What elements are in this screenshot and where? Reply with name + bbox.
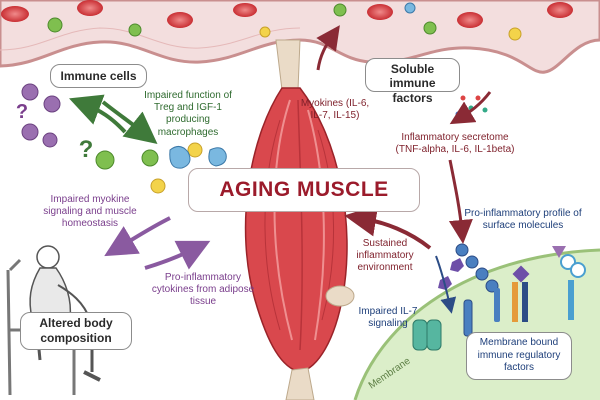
muscle-illustration xyxy=(244,39,355,400)
question-mark-1: ? xyxy=(15,101,29,123)
pro-inflammatory-cytokines-label: Pro-inflammatory cytokines from adipose … xyxy=(151,272,255,308)
impaired-function-label: Impaired function of Treg and IGF-1 prod… xyxy=(144,90,232,138)
red-blood-cell xyxy=(457,12,483,28)
impaired-il7-label: Impaired IL-7 signaling xyxy=(358,306,418,330)
immune-cell-icon xyxy=(508,27,522,41)
membrane-receptors xyxy=(412,243,586,351)
myokines-label: Myokines (IL-6, IL-7, IL-15) xyxy=(300,98,370,122)
flow-arrows xyxy=(69,25,492,314)
inflammatory-secretome-label: Inflammatory secretome (TNF-alpha, IL-6,… xyxy=(395,132,515,156)
aging-muscle-title: AGING MUSCLE xyxy=(188,168,420,212)
red-blood-cell xyxy=(367,4,393,20)
question-mark-2: ? xyxy=(78,136,94,163)
blood-vessel xyxy=(0,0,600,74)
immune-cells-cluster xyxy=(21,83,227,194)
immune-cell-icon xyxy=(47,17,63,33)
sustained-inflammatory-label: Sustained inflammatory environment xyxy=(356,238,414,274)
immune-cell-icon xyxy=(259,26,271,38)
elderly-person-illustration xyxy=(6,245,101,396)
immune-cell-icon xyxy=(423,21,437,35)
pro-inflammatory-profile-label: Pro-inflammatory profile of surface mole… xyxy=(464,208,582,232)
immune-cell-icon xyxy=(404,2,416,14)
red-blood-cell xyxy=(547,2,573,18)
soluble-immune-factors-box: Soluble immune factors xyxy=(365,58,460,105)
impaired-myokine-label: Impaired myokine signaling and muscle ho… xyxy=(43,194,137,230)
immune-cell-icon xyxy=(128,23,142,37)
red-blood-cell xyxy=(167,12,193,28)
red-blood-cell xyxy=(77,0,103,16)
altered-body-composition-box: Altered body composition xyxy=(20,312,132,350)
red-blood-cell xyxy=(233,3,257,17)
immune-cell-icon xyxy=(333,3,347,17)
red-blood-cell xyxy=(1,6,29,22)
membrane-bound-factors-box: Membrane bound immune regulatory factors xyxy=(466,332,572,380)
immune-cells-box: Immune cells xyxy=(50,64,147,88)
